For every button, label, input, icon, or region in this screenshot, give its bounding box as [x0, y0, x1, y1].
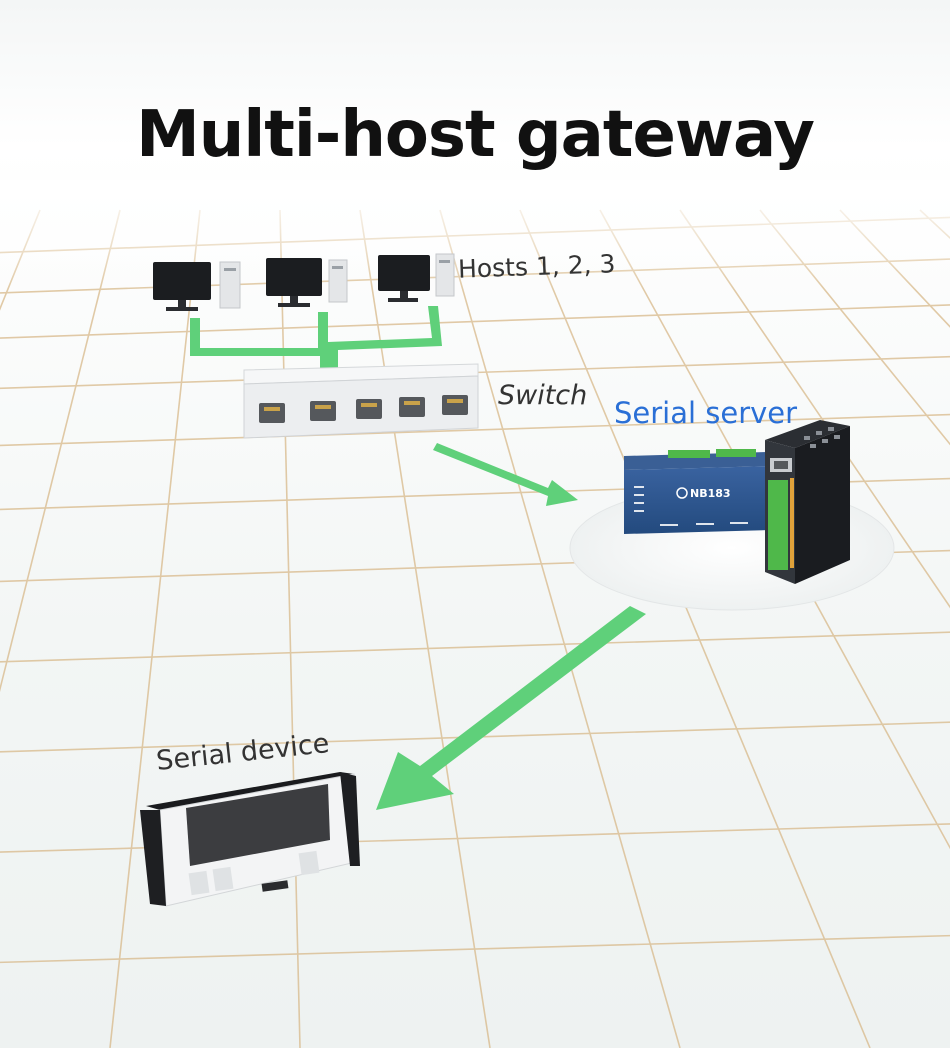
device-label-plate	[186, 784, 330, 866]
tower	[328, 259, 348, 303]
server-model-text: NB183	[690, 487, 731, 500]
host-2	[266, 258, 348, 307]
page-title: Multi-host gateway	[136, 98, 815, 172]
host-3	[378, 253, 455, 302]
serial-server-label: Serial server	[614, 396, 798, 430]
tower	[435, 253, 455, 297]
monitor-screen	[153, 262, 211, 300]
arrow-server-to-device	[376, 606, 646, 810]
network-switch	[243, 363, 479, 439]
serial-server-device: NB183	[624, 449, 770, 534]
terminal-block	[768, 478, 794, 570]
tower	[219, 261, 241, 309]
hosts-label: Hosts 1, 2, 3	[457, 249, 616, 284]
host-1	[153, 261, 241, 311]
serial-device	[140, 772, 360, 907]
monitor-screen	[378, 255, 430, 291]
floor-grid	[0, 209, 950, 1048]
serial-server-enclosure	[765, 420, 850, 584]
arrow-switch-to-server	[433, 443, 578, 506]
switch-label: Switch	[498, 380, 588, 411]
host-link-lines	[190, 306, 442, 372]
monitor-screen	[266, 258, 322, 296]
